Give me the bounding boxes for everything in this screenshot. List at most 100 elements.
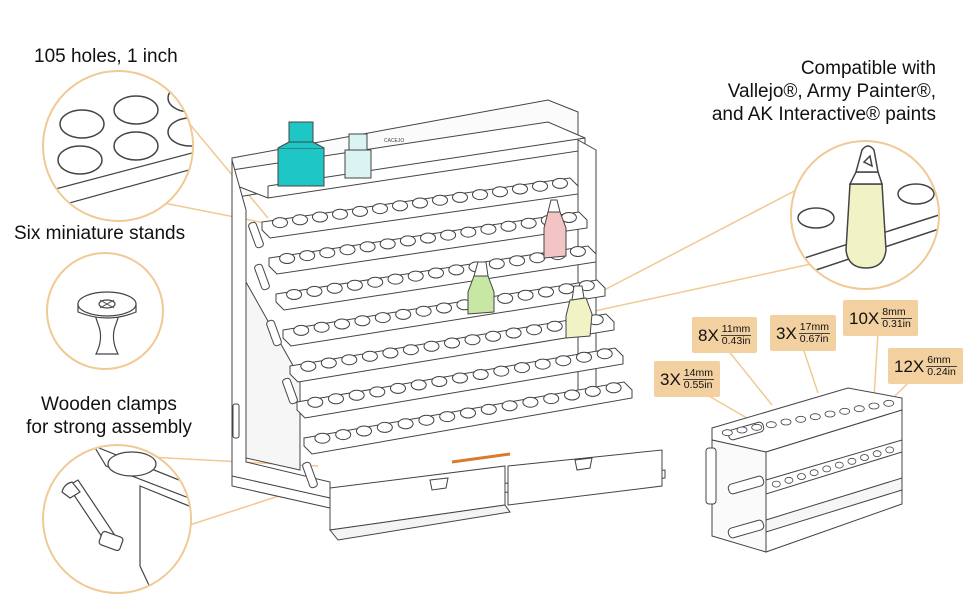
holder-tag-count: 3X [660, 369, 681, 389]
holder-tag-mm: 8mm [881, 306, 912, 319]
bottle-detail-callout [790, 140, 940, 290]
rack-hole [439, 411, 456, 423]
rack-hole [300, 360, 317, 372]
rack-hole [526, 324, 543, 336]
rack-hole [522, 396, 539, 408]
holder-tag-count: 12X [894, 356, 925, 376]
rack-hole [418, 414, 435, 426]
holder-hole [809, 469, 819, 477]
rack-hole [444, 337, 460, 349]
rack-hole [341, 354, 358, 366]
rack-hole [520, 217, 537, 229]
rack-hole [390, 382, 406, 394]
rack-brand-print: CACEJO [384, 138, 404, 144]
holder-hole [751, 423, 763, 431]
rack-hole [501, 400, 518, 412]
holder-tag-mm: 14mm [682, 366, 714, 380]
holder-tag-count: 3X [776, 323, 797, 343]
rack-hole [460, 407, 476, 419]
rack-hole [379, 238, 396, 250]
holes-detail-callout [42, 70, 194, 222]
rack-hole [307, 396, 324, 408]
rack-hole [500, 220, 517, 232]
rack-hole [272, 217, 288, 229]
rack-hole [286, 289, 303, 300]
rack-hole [328, 393, 344, 405]
holder-hole [824, 410, 836, 418]
rack-hole [420, 232, 436, 244]
rack-hole [555, 355, 572, 367]
rack-hole [517, 289, 534, 301]
rack-hole [306, 285, 323, 297]
holder-tag-in: 0.67in [799, 332, 829, 345]
holder-tag-count: 8X [698, 325, 719, 345]
holder-hole [885, 446, 895, 454]
stand-detail-callout [46, 252, 164, 370]
clamps-feature-label: Wooden clamps for strong assembly [14, 393, 204, 439]
holder-hole [736, 426, 748, 434]
rack-hole [509, 255, 526, 267]
holes-feature-label: 105 holes, 1 inch [34, 46, 178, 67]
rack-hole [326, 282, 343, 294]
rack-hole [596, 348, 613, 360]
clamp-detail-drawing [61, 446, 190, 592]
rack-hole [387, 273, 404, 285]
rack-hole [505, 327, 522, 339]
rack-hole [485, 330, 502, 342]
rack-hole [372, 203, 388, 215]
rack-hole [356, 425, 372, 437]
rack-hole [543, 393, 560, 405]
rack-hole [392, 200, 408, 212]
compat-label-line1: Compatible with [800, 58, 936, 79]
rack-hole [382, 347, 399, 359]
rack-hole [605, 382, 622, 394]
rack-hole [407, 270, 424, 282]
rack-hole [576, 351, 592, 363]
rack-hole [428, 267, 444, 279]
holder-hole [771, 480, 781, 488]
rack-hole [448, 264, 465, 276]
holder-tag-mm: 6mm [926, 354, 957, 367]
rack-hole [472, 189, 488, 201]
rack-hole [564, 389, 580, 401]
holder-hole [809, 413, 821, 421]
small-holder-holes [721, 399, 895, 488]
holder-hole [721, 429, 733, 437]
holder-tag-in: 0.24in [927, 365, 956, 378]
rack-hole [452, 372, 468, 384]
rack-hole [346, 279, 363, 291]
holder-hole [795, 415, 807, 423]
rack-hole [431, 376, 448, 387]
rack-hole [292, 214, 308, 226]
compat-label-line2: Vallejo®, Army Painter®, [727, 81, 936, 102]
rack-hole [314, 432, 331, 444]
rack-hole [558, 283, 575, 295]
rack-side-clips [232, 221, 318, 489]
holder-hole [868, 402, 880, 410]
rack-hole [332, 208, 348, 220]
rack-hole [497, 292, 514, 304]
rack-hole [480, 223, 497, 235]
holder-hole [780, 418, 792, 426]
rack-hole [352, 205, 368, 217]
rack-hole [359, 241, 376, 253]
holder-tag-count: 10X [849, 308, 880, 328]
holder-hole [797, 473, 806, 480]
rack-hole [374, 312, 391, 324]
rack-hole [529, 252, 546, 264]
rack-hole [436, 302, 452, 314]
holder-hole [853, 405, 865, 413]
rack-hole [569, 246, 586, 257]
rack-hole [415, 305, 432, 317]
clamps-label-line2: for strong assembly [26, 417, 192, 438]
holder-hole [765, 421, 777, 429]
rack-hole [402, 344, 419, 356]
rack-hole [299, 250, 316, 262]
rack-hole [488, 258, 505, 270]
rack-hole [493, 365, 510, 377]
rack-hole [334, 318, 350, 330]
